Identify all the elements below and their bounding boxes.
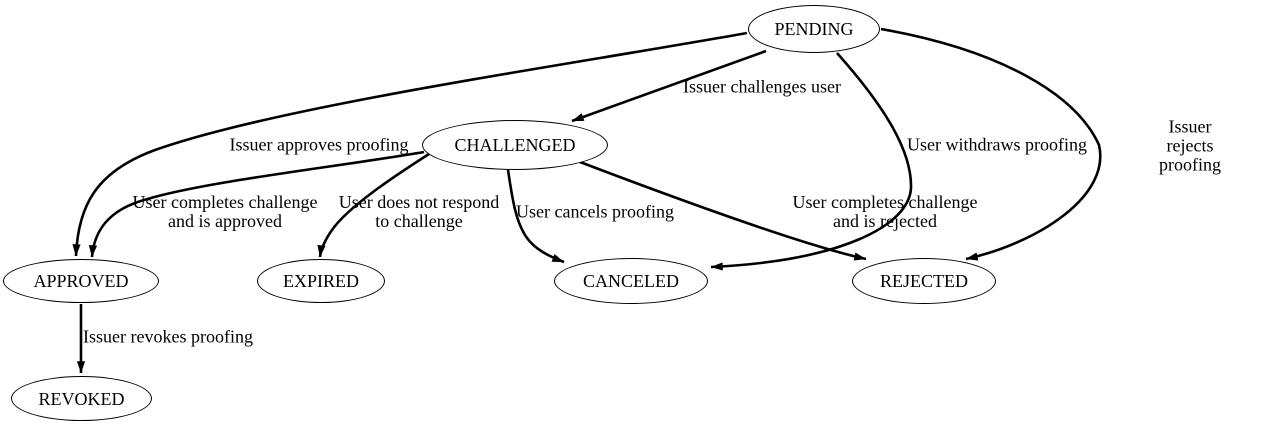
edge-pending-rejected: [880, 27, 1102, 261]
edge-pending-canceled: [710, 52, 913, 271]
node-canceled: CANCELED: [554, 258, 708, 304]
node-approved-label: APPROVED: [33, 271, 129, 291]
node-challenged: CHALLENGED: [422, 120, 608, 170]
node-rejected-label: REJECTED: [880, 271, 968, 291]
edge-label-issuer-rejects-proofing: Issuer rejects proofing: [1159, 116, 1221, 175]
edge-challenged-expired: [317, 152, 430, 258]
node-revoked-label: REVOKED: [38, 388, 125, 409]
node-canceled-label: CANCELED: [583, 271, 679, 291]
node-challenged-label: CHALLENGED: [454, 135, 576, 155]
edge-label-user-completes-challenge-approved: User completes challenge and is approved: [132, 192, 318, 231]
node-approved: APPROVED: [3, 259, 159, 303]
edge-pending-challenged: [571, 49, 767, 123]
node-expired: EXPIRED: [257, 259, 385, 303]
edge-challenged-rejected: [579, 160, 867, 261]
edge-label-user-does-not-respond: User does not respond to challenge: [338, 192, 500, 231]
edge-challenged-canceled: [506, 169, 565, 264]
node-revoked: REVOKED: [11, 376, 152, 421]
node-pending: PENDING: [748, 5, 880, 53]
edge-label-user-completes-challenge-rejected: User completes challenge and is rejected: [792, 192, 978, 231]
edge-label-issuer-challenges-user: Issuer challenges user: [683, 76, 841, 97]
node-expired-label: EXPIRED: [283, 271, 359, 291]
edge-label-user-withdraws-proofing: User withdraws proofing: [907, 134, 1087, 155]
node-pending-label: PENDING: [774, 19, 854, 39]
edge-label-user-cancels-proofing: User cancels proofing: [516, 201, 674, 222]
node-rejected: REJECTED: [852, 258, 996, 304]
edge-label-issuer-revokes-proofing: Issuer revokes proofing: [83, 326, 253, 347]
edge-label-issuer-approves-proofing: Issuer approves proofing: [229, 134, 409, 155]
edge-pending-approved: [72, 31, 748, 257]
edge-challenged-approved: [88, 150, 425, 258]
